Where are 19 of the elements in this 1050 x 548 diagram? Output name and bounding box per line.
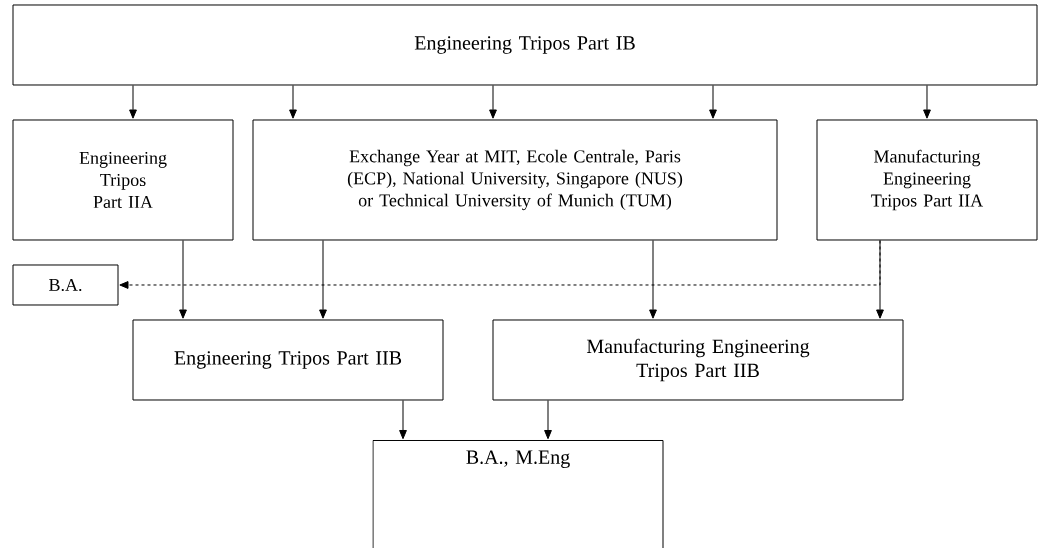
arrow xyxy=(489,85,497,119)
process-box: Engineering Tripos Part IB xyxy=(12,4,1038,86)
arrow xyxy=(544,400,552,440)
process-box: Engineering Tripos Part IIA xyxy=(12,119,234,241)
arrow xyxy=(923,85,931,119)
process-box: B.A. xyxy=(12,264,119,306)
process-box: Exchange Year at MIT, Ecole Centrale, Paris (ECP), National University, Singapore (NUS) or Technical University of Munich (TUM) xyxy=(252,119,778,241)
arrow xyxy=(179,240,187,319)
arrow xyxy=(129,85,137,119)
arrow xyxy=(399,400,407,440)
arrow xyxy=(649,240,657,319)
arrow xyxy=(289,85,297,119)
process-box: B.A., M.Eng xyxy=(372,440,664,548)
arrow xyxy=(876,240,884,319)
process-box: Engineering Tripos Part IIB xyxy=(132,319,444,401)
process-box: Manufacturing Engineering Tripos Part IIB xyxy=(492,319,904,401)
arrow xyxy=(319,240,327,319)
arrow xyxy=(709,85,717,119)
process-box: Manufacturing Engineering Tripos Part IIA xyxy=(816,119,1038,241)
